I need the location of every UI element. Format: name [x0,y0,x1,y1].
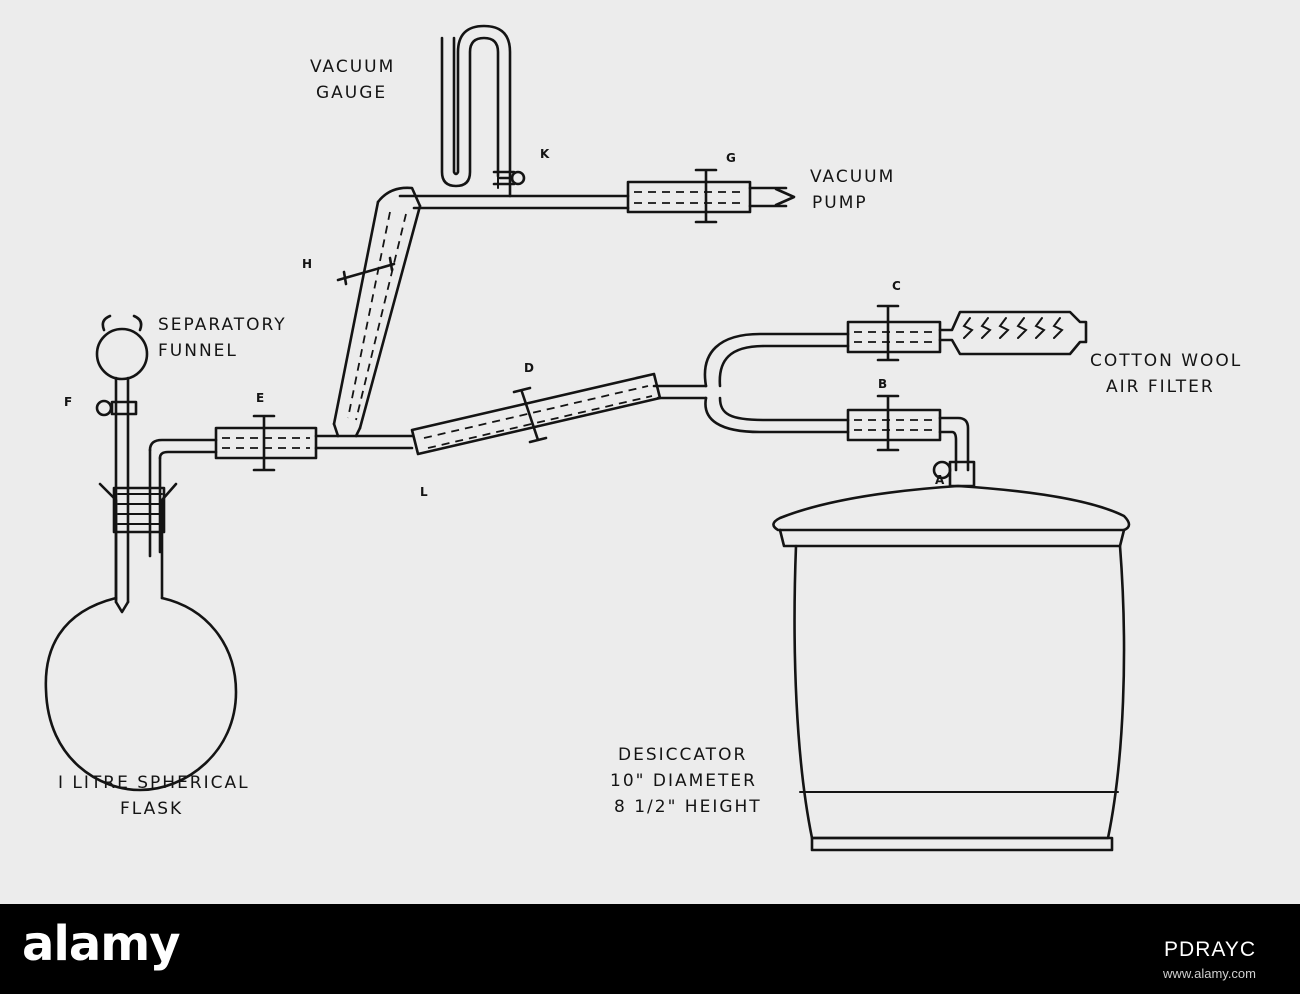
letter-c: C [892,279,901,293]
separatory-funnel [95,314,149,614]
label-desiccator-1: DESICCATOR [618,745,747,765]
label-flask-1: I LITRE SPHERICAL [58,773,250,793]
filter-loop [703,304,970,472]
spherical-flask [44,438,238,792]
main-line [214,372,708,472]
label-vacuum-gauge-1: VACUUM [310,57,395,77]
label-flask-2: FLASK [120,799,183,819]
label-desiccator-3: 8 1/2" HEIGHT [614,797,762,817]
label-vacuum-gauge-2: GAUGE [316,83,387,103]
image-id: PDRAYC [1164,938,1256,961]
label-cotton-wool-1: COTTON WOOL [1090,351,1242,371]
letter-g: G [726,151,736,165]
letter-h: H [302,257,312,271]
diagram-canvas: VACUUM GAUGE VACUUM PUMP SEPARATORY FUNN… [44,24,1242,852]
letter-b: B [878,377,887,391]
label-cotton-wool-2: AIR FILTER [1106,377,1215,397]
label-vacuum-pump-2: PUMP [812,193,868,213]
apparatus-diagram: VACUUM GAUGE VACUUM PUMP SEPARATORY FUNN… [0,0,1300,904]
stock-url: www.alamy.com [1163,966,1256,981]
label-vacuum-pump-1: VACUUM [810,167,895,187]
label-separatory-funnel-2: FUNNEL [158,341,238,361]
stock-watermark-bar: alamy PDRAYC www.alamy.com [0,904,1300,994]
tube-h [332,200,422,438]
desiccator [772,460,1131,852]
label-desiccator-2: 10" DIAMETER [610,771,757,791]
cotton-wool-air-filter [938,310,1088,356]
letter-e: E [256,391,264,405]
letter-a: A [935,473,945,487]
label-separatory-funnel-1: SEPARATORY [158,315,287,335]
letter-d: D [524,361,534,375]
pump-line [376,168,796,224]
letter-k: K [540,147,550,161]
letter-f: F [64,395,72,409]
vacuum-gauge [440,24,526,198]
letter-l: L [420,485,428,499]
alamy-logo: alamy [22,916,181,972]
